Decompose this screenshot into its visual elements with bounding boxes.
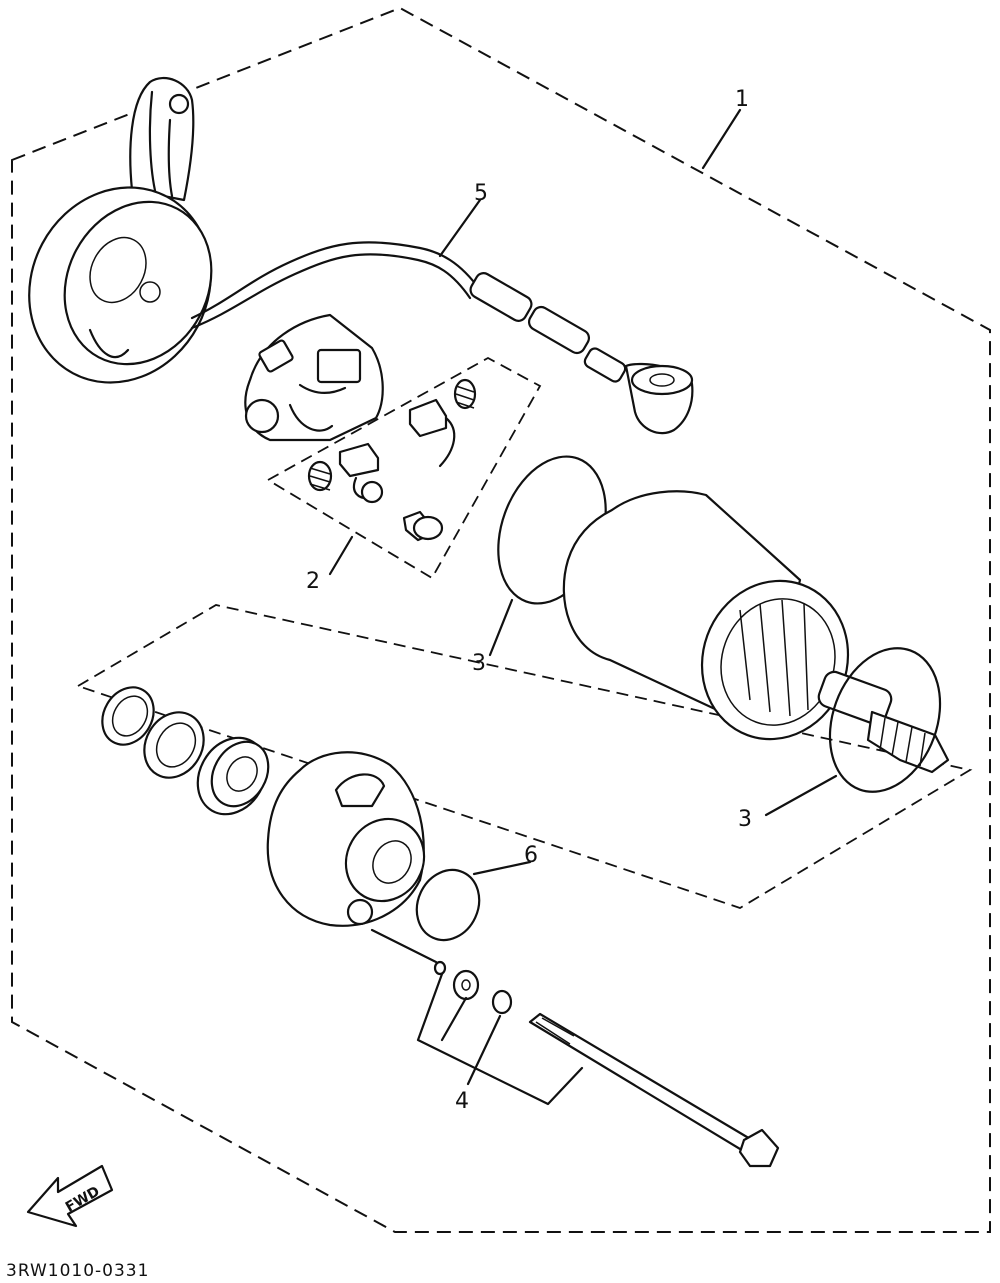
lower-group-boundary	[75, 604, 973, 909]
callout-3a: 3	[472, 651, 486, 676]
yoke-armature	[497, 455, 950, 793]
assembly-boundary	[11, 6, 991, 1233]
brush-parts	[307, 378, 477, 542]
through-bolt	[528, 1012, 780, 1168]
callout-4: 4	[455, 1089, 469, 1114]
rear-bracket	[28, 76, 213, 384]
front-cover	[266, 751, 426, 927]
callout-3b: 3	[738, 807, 752, 832]
lead-wire	[190, 241, 694, 435]
o-ring-6	[415, 868, 481, 942]
callout-2: 2	[306, 569, 320, 594]
diagram-code: 3RW1010-0331	[6, 1261, 149, 1281]
seal-washer-bearing	[101, 686, 270, 816]
hardware-4	[433, 960, 513, 1015]
brush-holder	[244, 313, 384, 442]
callout-1: 1	[735, 87, 749, 112]
brush-group-boundary	[266, 356, 542, 580]
callout-6: 6	[524, 843, 538, 868]
fwd-arrow-icon: FWD	[26, 1164, 114, 1228]
leader-lines	[328, 108, 838, 1106]
callout-5: 5	[474, 181, 488, 206]
